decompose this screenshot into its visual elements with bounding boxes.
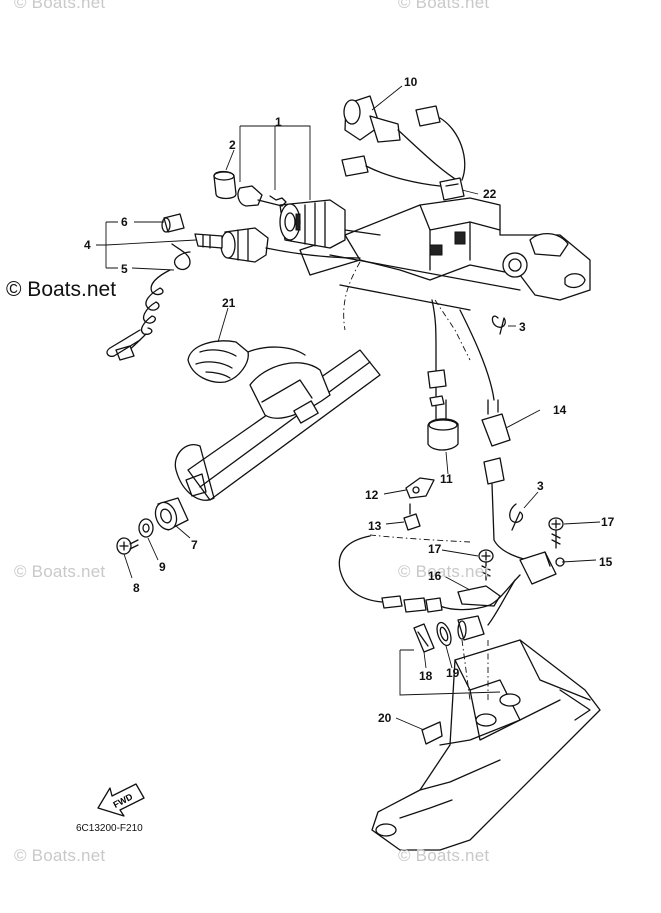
part-label-21: 21 [222, 296, 236, 310]
wiring-harness [338, 535, 521, 641]
part-label-6: 6 [121, 215, 128, 229]
diagram-code: 6C13200-F210 [76, 823, 143, 834]
screw-part-17-right [548, 517, 564, 549]
bottom-cowling [371, 639, 601, 851]
part-label-3-lower: 3 [537, 479, 544, 493]
connector-part-10 [341, 95, 466, 187]
part-label-22: 22 [483, 187, 497, 201]
sensor-part-11 [427, 299, 459, 451]
grommet-part-18 [413, 623, 435, 653]
tiller-handle [174, 349, 381, 501]
part-label-5: 5 [121, 262, 128, 276]
watermark-mid-left: © Boats.net [14, 562, 106, 581]
decal-part-20 [421, 721, 443, 745]
reference-lines [209, 234, 489, 701]
clamp-part-22 [439, 177, 465, 201]
part-label-9: 9 [159, 560, 166, 574]
connector-part-14 [459, 309, 541, 563]
grommet-part-19 [436, 621, 452, 647]
relay-part-15 [519, 551, 565, 585]
watermark-top-left: © Boats.net [14, 0, 106, 12]
main-switch-part-1 [279, 199, 381, 249]
key-part-1 [237, 185, 287, 207]
part-label-1: 1 [275, 115, 282, 129]
part-label-15: 15 [599, 555, 613, 569]
part-label-12: 12 [365, 488, 379, 502]
collar-part-7 [154, 497, 189, 531]
part-label-18: 18 [419, 669, 433, 683]
part-label-17-right: 17 [601, 515, 615, 529]
washer-part-9 [138, 518, 154, 538]
leader-lines [96, 85, 601, 731]
watermark-mid-right: © Boats.net [398, 562, 490, 581]
cap-part-6 [161, 213, 185, 233]
part-label-3-upper: 3 [519, 320, 526, 334]
screw-part-17-left [478, 549, 494, 581]
watermark-bottom-right: © Boats.net [398, 846, 490, 865]
part-label-2: 2 [229, 138, 236, 152]
clip-part-3-lower [509, 503, 524, 531]
plate-part-16 [457, 585, 501, 607]
part-label-10: 10 [404, 75, 418, 89]
part-label-14: 14 [553, 403, 567, 417]
part-label-17-left: 17 [428, 542, 442, 556]
part-label-16: 16 [428, 569, 442, 583]
part-label-11: 11 [440, 472, 453, 486]
watermark-side: © Boats.net [6, 278, 117, 301]
part-label-13: 13 [368, 519, 382, 533]
fwd-arrow-icon: FWD [97, 783, 145, 817]
watermark-bottom-left: © Boats.net [14, 846, 106, 865]
bolt-part-13 [403, 503, 421, 531]
part-label-19: 19 [446, 666, 460, 680]
part-label-7: 7 [191, 538, 198, 552]
cap-part-2 [213, 170, 237, 200]
throttle-grip-part-21 [187, 340, 306, 383]
part-label-8: 8 [133, 581, 140, 595]
screw-part-8 [116, 537, 139, 555]
watermark-top-right: © Boats.net [398, 0, 490, 12]
clip-part-3-upper [491, 315, 506, 335]
part-label-4: 4 [84, 238, 91, 252]
part-label-20: 20 [378, 711, 392, 725]
stop-switch-part-4 [194, 227, 361, 263]
bracket-part-12 [405, 477, 435, 499]
lanyard-part-5 [106, 243, 191, 361]
steering-bracket [299, 197, 591, 311]
